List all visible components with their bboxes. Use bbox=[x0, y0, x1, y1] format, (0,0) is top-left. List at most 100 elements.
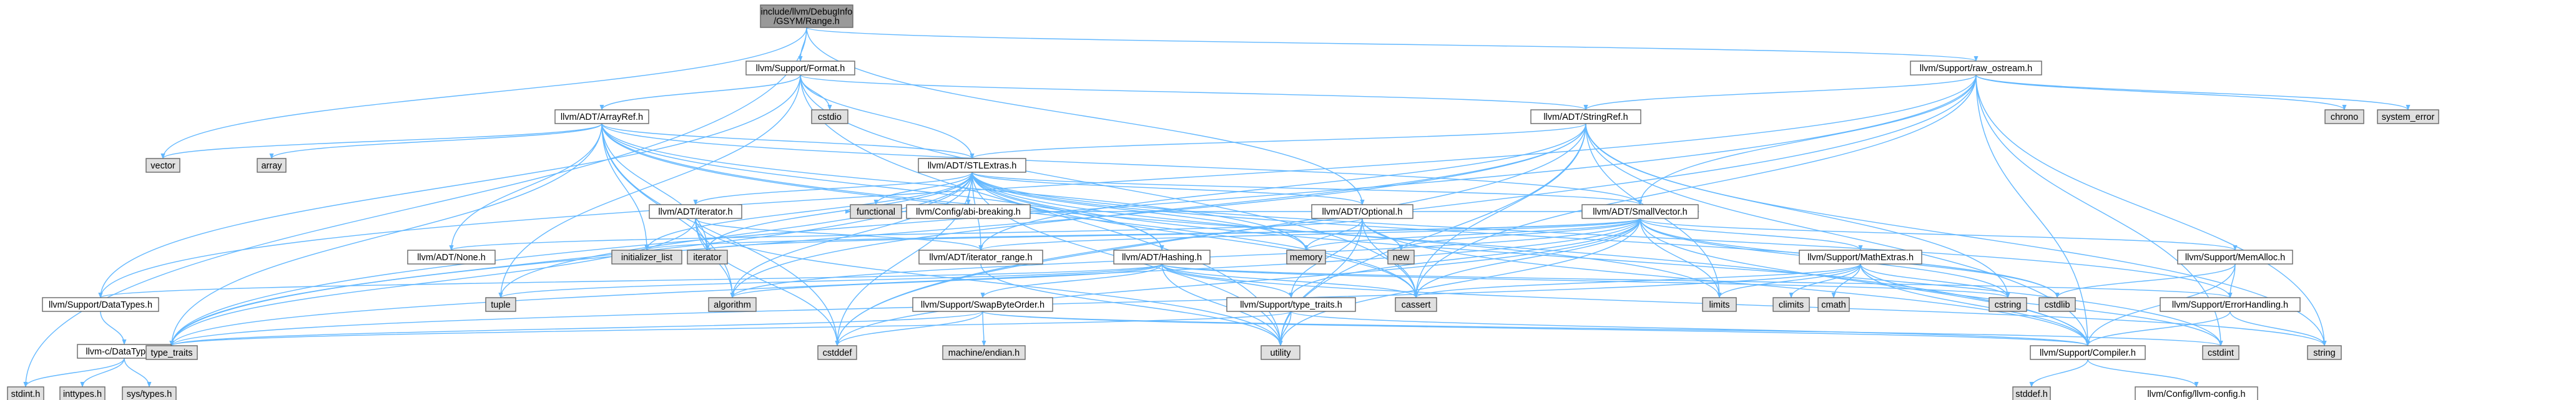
node-format[interactable]: llvm/Support/Format.h bbox=[745, 61, 855, 76]
edge-raw_ostream-to-type_traits bbox=[169, 74, 1977, 346]
edge-stlextras-to-iterator_h bbox=[693, 172, 973, 205]
node-label-limits: limits bbox=[1709, 300, 1729, 310]
edge-hashing-to-tuple bbox=[498, 263, 1163, 298]
node-label-algorithm: algorithm bbox=[714, 300, 751, 310]
node-none_h[interactable]: llvm/ADT/None.h bbox=[407, 250, 496, 265]
edge-format-to-tuple bbox=[498, 74, 801, 298]
edge-hashing-to-algorithm bbox=[730, 263, 1163, 298]
node-label-sys_types: sys/types.h bbox=[127, 389, 172, 399]
edge-root-to-stdint bbox=[23, 27, 807, 388]
node-label-memory: memory bbox=[1290, 253, 1323, 263]
node-label-none_h: llvm/ADT/None.h bbox=[417, 253, 486, 263]
edge-mathextras-to-climits bbox=[1789, 263, 1861, 298]
edge-arrayref-to-smallvector bbox=[601, 123, 1643, 205]
node-label-c_datatypes: llvm-c/DataTypes.h bbox=[86, 347, 162, 357]
node-swapbyteorder[interactable]: llvm/Support/SwapByteOrder.h bbox=[912, 297, 1053, 312]
node-hashing[interactable]: llvm/ADT/Hashing.h bbox=[1113, 250, 1211, 265]
edge-mathextras-to-cmath bbox=[1831, 263, 1861, 298]
edge-errorhandling-to-compiler bbox=[2085, 311, 2231, 346]
edge-swapbyteorder-to-machine_endian bbox=[981, 311, 986, 346]
edge-format-to-datatypes bbox=[98, 74, 801, 298]
node-label-root: /GSYM/Range.h bbox=[774, 17, 840, 27]
node-utility: utility bbox=[1261, 345, 1300, 360]
node-label-inttypes: inttypes.h bbox=[63, 389, 102, 399]
edge-stlextras-to-initializer_list bbox=[644, 172, 973, 251]
node-climits: climits bbox=[1772, 297, 1810, 312]
node-datatypes[interactable]: llvm/Support/DataTypes.h bbox=[42, 297, 159, 312]
edge-compiler-to-stddef bbox=[2029, 359, 2088, 388]
node-functional: functional bbox=[850, 204, 902, 219]
edge-stlextras-to-tuple bbox=[498, 172, 973, 298]
node-cstring: cstring bbox=[1989, 297, 2027, 312]
node-label-type_traits: type_traits bbox=[151, 348, 193, 358]
node-cstddef: cstddef bbox=[817, 345, 857, 360]
node-iterator: iterator bbox=[687, 250, 728, 265]
edge-type_traits_h-to-compiler bbox=[1290, 311, 2090, 346]
edge-stlextras-to-smallvector bbox=[971, 172, 1643, 205]
node-errorhandling[interactable]: llvm/Support/ErrorHandling.h bbox=[2160, 297, 2301, 312]
node-label-tuple: tuple bbox=[491, 300, 510, 310]
edge-smallvector-to-iterator bbox=[705, 218, 1641, 251]
node-label-smallvector: llvm/ADT/SmallVector.h bbox=[1593, 207, 1688, 217]
edge-layer bbox=[23, 27, 2411, 388]
edge-mathextras-to-limits bbox=[1717, 263, 1861, 298]
node-label-stlextras: llvm/ADT/STLExtras.h bbox=[928, 161, 1017, 171]
edge-smallvector-to-iterator_range bbox=[978, 218, 1641, 251]
edge-root-to-optional_h bbox=[806, 27, 1365, 205]
node-label-errorhandling: llvm/Support/ErrorHandling.h bbox=[2172, 300, 2288, 310]
node-stlextras[interactable]: llvm/ADT/STLExtras.h bbox=[918, 158, 1026, 173]
node-stringref[interactable]: llvm/ADT/StringRef.h bbox=[1530, 109, 1641, 124]
node-memalloc[interactable]: llvm/Support/MemAlloc.h bbox=[2177, 250, 2293, 265]
edge-smallvector-to-new bbox=[1399, 218, 1641, 251]
node-memory: memory bbox=[1286, 250, 1326, 265]
edge-swapbyteorder-to-type_traits bbox=[169, 311, 983, 346]
edge-iterator_h-to-iterator_range bbox=[695, 218, 983, 251]
node-label-cstdio: cstdio bbox=[818, 112, 842, 122]
edge-stlextras-to-optional_h bbox=[971, 172, 1365, 205]
node-label-array: array bbox=[261, 161, 282, 171]
edge-iterator_h-to-cstddef bbox=[695, 218, 840, 346]
edge-raw_ostream-to-cstdint bbox=[1975, 74, 2223, 346]
edge-stringref-to-stlextras bbox=[970, 123, 1586, 159]
node-sys_types: sys/types.h bbox=[122, 386, 177, 400]
node-compiler[interactable]: llvm/Support/Compiler.h bbox=[2030, 345, 2146, 360]
edge-raw_ostream-to-system_error bbox=[1975, 74, 2411, 110]
node-label-datatypes: llvm/Support/DataTypes.h bbox=[49, 300, 152, 310]
node-arrayref[interactable]: llvm/ADT/ArrayRef.h bbox=[554, 109, 649, 124]
node-label-new: new bbox=[1393, 253, 1410, 263]
edge-c_datatypes-to-sys_types bbox=[124, 358, 152, 388]
node-algorithm: algorithm bbox=[708, 297, 757, 312]
node-abibreaking[interactable]: llvm/Config/abi-breaking.h bbox=[906, 204, 1031, 219]
edge-raw_ostream-to-chrono bbox=[1975, 74, 2347, 110]
edge-mathextras-to-cassert bbox=[1413, 263, 1861, 298]
node-label-compiler: llvm/Support/Compiler.h bbox=[2040, 348, 2136, 358]
node-label-root: include/llvm/DebugInfo bbox=[761, 7, 853, 17]
node-optional_h[interactable]: llvm/ADT/Optional.h bbox=[1311, 204, 1413, 219]
node-root[interactable]: include/llvm/DebugInfo/GSYM/Range.h bbox=[760, 4, 853, 28]
node-label-stddef: stddef.h bbox=[2015, 389, 2048, 399]
edge-arrayref-to-none_h bbox=[449, 123, 602, 251]
node-label-iterator_h: llvm/ADT/iterator.h bbox=[658, 207, 732, 217]
edge-hashing-to-datatypes bbox=[99, 263, 1163, 298]
edge-smallvector-to-cassert bbox=[1413, 218, 1641, 298]
edge-format-to-stringref bbox=[800, 74, 1588, 110]
node-iterator_h[interactable]: llvm/ADT/iterator.h bbox=[649, 204, 742, 219]
node-raw_ostream[interactable]: llvm/Support/raw_ostream.h bbox=[1910, 61, 2042, 76]
edge-smallvector-to-type_traits_h bbox=[1289, 218, 1641, 298]
edge-raw_ostream-to-string bbox=[1975, 74, 2327, 346]
node-smallvector[interactable]: llvm/ADT/SmallVector.h bbox=[1581, 204, 1699, 219]
node-array: array bbox=[257, 158, 287, 173]
node-label-initializer_list: initializer_list bbox=[621, 253, 672, 263]
node-iterator_range[interactable]: llvm/ADT/iterator_range.h bbox=[918, 250, 1043, 265]
node-type_traits_h[interactable]: llvm/Support/type_traits.h bbox=[1226, 297, 1356, 312]
edge-hashing-to-swapbyteorder bbox=[980, 263, 1163, 298]
node-mathextras[interactable]: llvm/Support/MathExtras.h bbox=[1799, 250, 1922, 265]
edge-raw_ostream-to-smallvector bbox=[1638, 74, 1977, 205]
node-label-raw_ostream: llvm/Support/raw_ostream.h bbox=[1920, 64, 2033, 74]
edge-arrayref-to-array bbox=[269, 123, 602, 159]
edge-type_traits_h-to-utility bbox=[1278, 311, 1292, 346]
edge-smallvector-to-compiler bbox=[1639, 218, 2090, 346]
node-llvm_config[interactable]: llvm/Config/llvm-config.h bbox=[2135, 386, 2258, 400]
node-vector: vector bbox=[145, 158, 180, 173]
edge-c_datatypes-to-inttypes bbox=[80, 358, 125, 388]
